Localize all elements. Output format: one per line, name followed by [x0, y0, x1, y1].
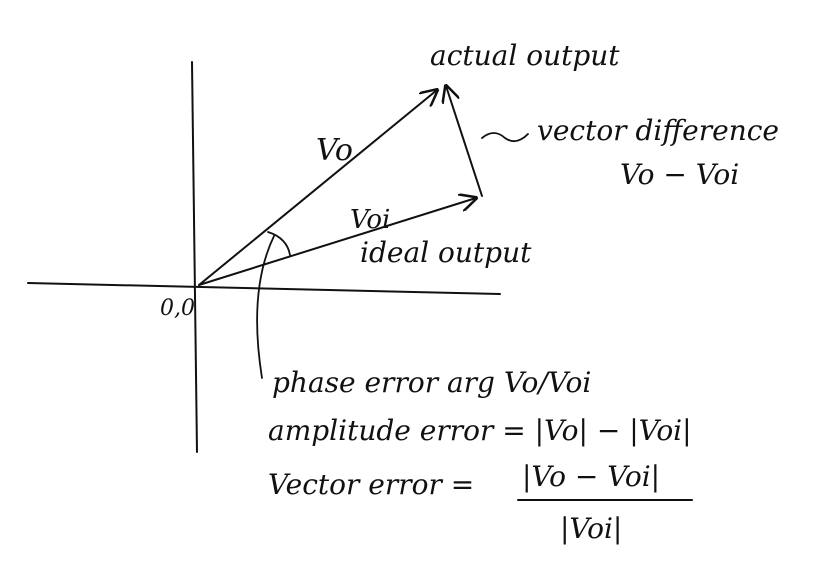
amplitude-error-text: amplitude error = |Vo| − |Voi|	[268, 414, 692, 447]
actual-output-label: actual output	[430, 39, 620, 72]
vo-label: Vo	[316, 133, 353, 168]
vector-difference-arrow	[446, 86, 483, 197]
vector-error-numerator: |Vo − Voi|	[522, 460, 660, 493]
voi-vector-arrow	[198, 198, 476, 286]
vo-vector-arrow	[198, 90, 437, 286]
phase-error-leader	[256, 235, 275, 379]
y-axis	[191, 61, 198, 453]
vector-difference-connector	[481, 132, 529, 143]
ideal-output-label: ideal output	[360, 236, 532, 269]
phase-error-text: phase error arg Vo/Voi	[272, 366, 591, 399]
vector-difference-label: vector difference	[537, 114, 779, 147]
vector-error-denominator: |Voi|	[560, 512, 622, 545]
vector-error-label: Vector error =	[268, 468, 474, 501]
phase-angle-arc	[267, 231, 291, 256]
voi-label: Voi	[350, 205, 390, 235]
x-axis	[27, 282, 501, 295]
origin-label: 0,0	[160, 296, 195, 321]
vo-minus-voi-label: Vo − Voi	[620, 158, 739, 191]
